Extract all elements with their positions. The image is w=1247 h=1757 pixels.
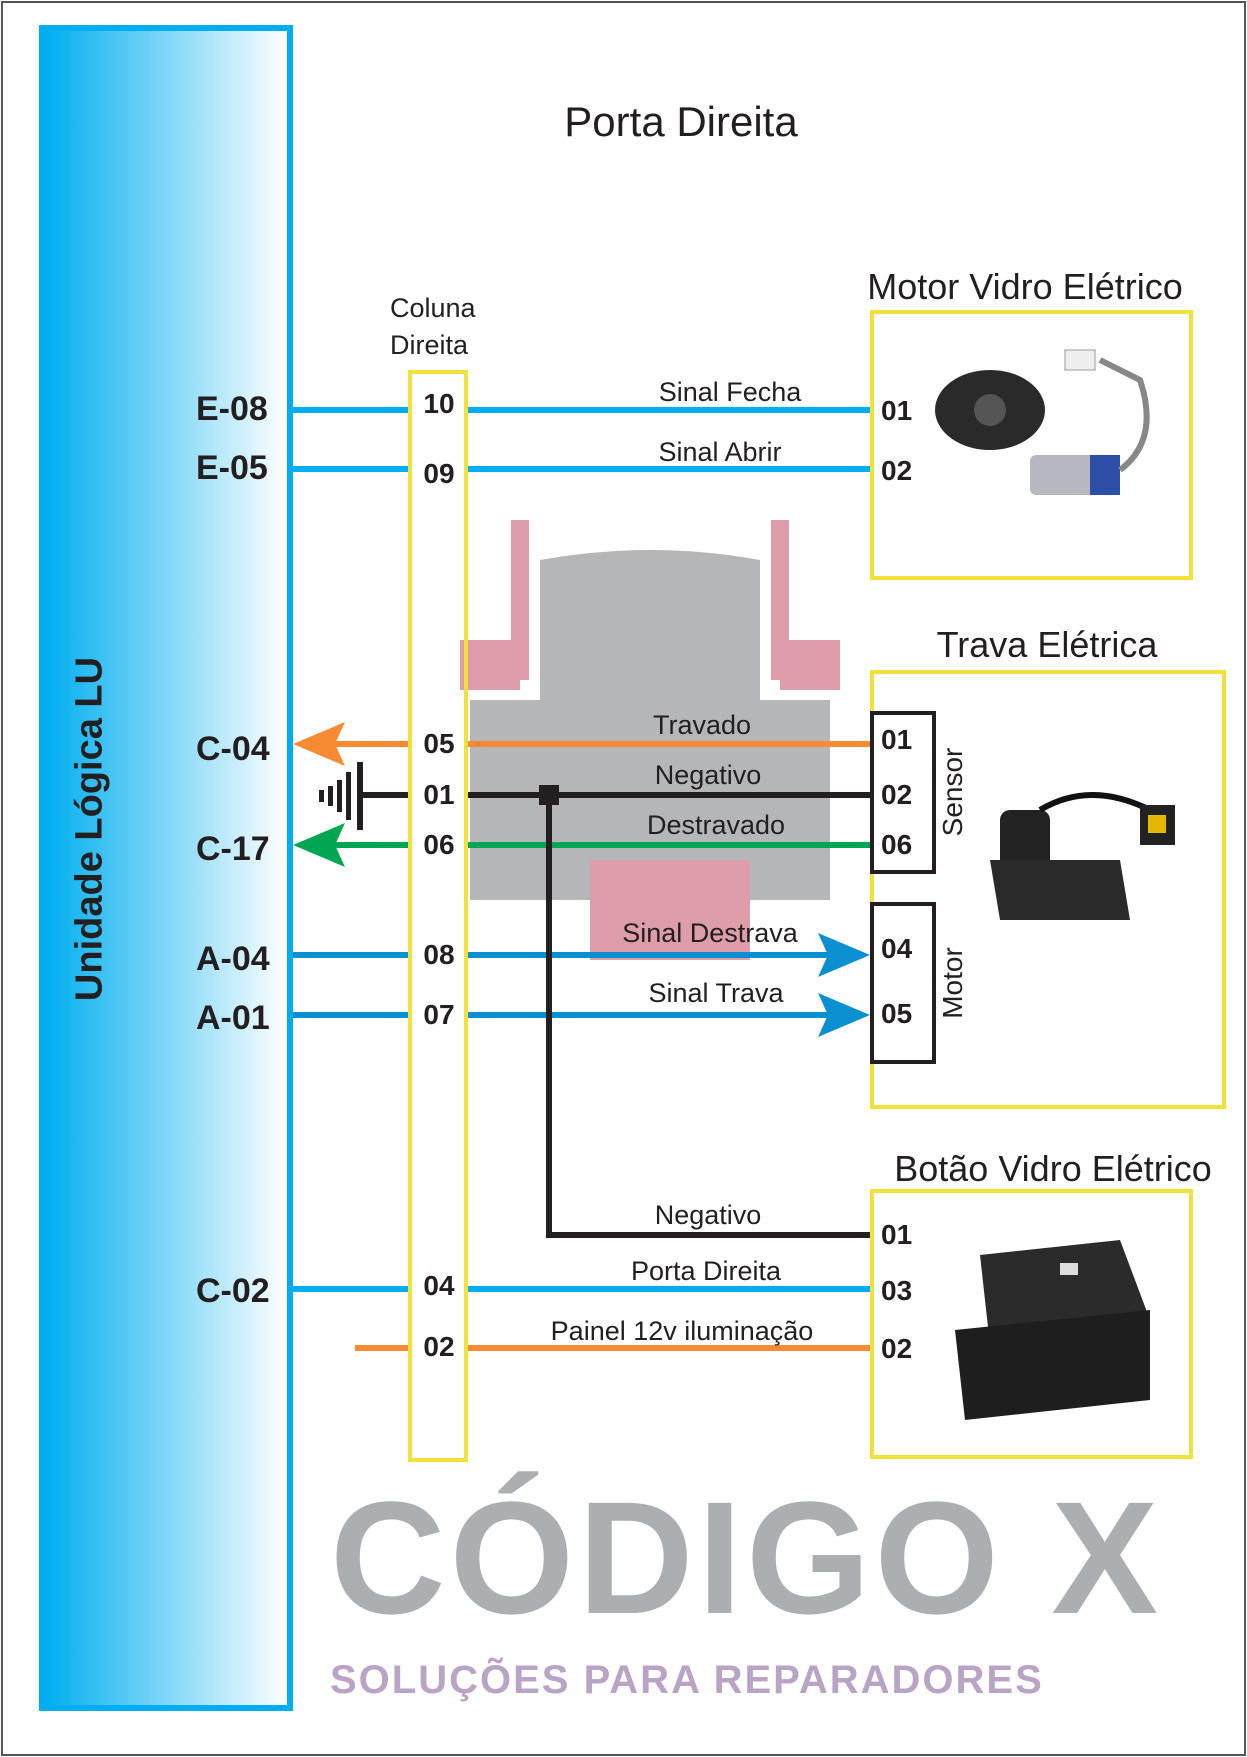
lu-pin-a01: A-01 — [196, 999, 270, 1037]
column-pin: 07 — [423, 999, 455, 1030]
botao-pin: 03 — [881, 1275, 913, 1306]
motor-vidro-title: Motor Vidro Elétrico — [867, 266, 1183, 307]
wire-label-negativo: Negativo — [654, 760, 762, 790]
motor-pin: 04 — [881, 933, 913, 964]
column-pin: 09 — [423, 458, 455, 489]
sensor-pin: 02 — [881, 779, 913, 810]
wire-label-sinal-fecha: Sinal Fecha — [658, 377, 802, 407]
botao-box — [870, 1189, 1193, 1459]
sensor-pin: 01 — [881, 724, 913, 755]
column-pin: 02 — [423, 1331, 455, 1362]
page-title: Porta Direita — [564, 98, 798, 145]
motor-vidro-pin: 01 — [881, 395, 913, 426]
column-pin: 10 — [423, 388, 455, 419]
column-pin: 08 — [423, 939, 455, 970]
botao-pin: 02 — [881, 1333, 913, 1364]
arrow-c04 — [293, 722, 345, 766]
trava-title: Trava Elétrica — [936, 624, 1158, 665]
column-pin: 01 — [423, 779, 455, 810]
botao-vidro-image — [955, 1240, 1150, 1420]
lu-pin-c04: C-04 — [196, 730, 270, 768]
arrow-a04 — [818, 933, 870, 977]
motor-vidro-image — [935, 349, 1150, 495]
arrow-c17 — [293, 823, 345, 867]
botao-pin: 01 — [881, 1219, 913, 1250]
column-connector — [408, 370, 468, 1462]
ground-icon — [319, 762, 363, 830]
lu-pin-a04: A-04 — [196, 940, 270, 978]
lu-pin-e08: E-08 — [196, 390, 268, 428]
column-title-line1: Coluna — [390, 293, 476, 323]
wire-label-porta-direita: Porta Direita — [630, 1256, 782, 1286]
trava-box — [870, 670, 1226, 1109]
logic-unit-panel — [39, 25, 293, 1711]
trava-eletrica-image — [990, 792, 1175, 920]
wire-label-sinal-trava: Sinal Trava — [648, 978, 784, 1008]
lu-pin-c17: C-17 — [196, 830, 270, 868]
column-title-line2: Direita — [390, 330, 469, 360]
junction-node — [539, 785, 559, 805]
column-pin: 06 — [423, 829, 455, 860]
wire-label-painel: Painel 12v iluminação — [550, 1316, 814, 1346]
lu-pin-e05: E-05 — [196, 449, 268, 487]
wire-label-sinal-abrir: Sinal Abrir — [658, 437, 782, 467]
column-pin: 04 — [423, 1270, 455, 1301]
lu-pin-c02: C-02 — [196, 1272, 270, 1310]
wire-label-destravado: Destravado — [646, 810, 786, 840]
sensor-pin: 06 — [881, 829, 913, 860]
motor-pin: 05 — [881, 998, 913, 1029]
sensor-connector — [870, 711, 936, 874]
motor-connector — [870, 902, 936, 1064]
column-pin: 05 — [423, 728, 455, 759]
wire-label-sinal-destrava: Sinal Destrava — [622, 918, 798, 948]
motor-vidro-pin: 02 — [881, 455, 913, 486]
arrow-a01 — [818, 993, 870, 1037]
wire-label-travado: Travado — [652, 710, 752, 740]
botao-title: Botão Vidro Elétrico — [894, 1148, 1212, 1189]
wire-label-negativo-botao: Negativo — [654, 1200, 762, 1230]
motor-vidro-box — [870, 310, 1193, 580]
